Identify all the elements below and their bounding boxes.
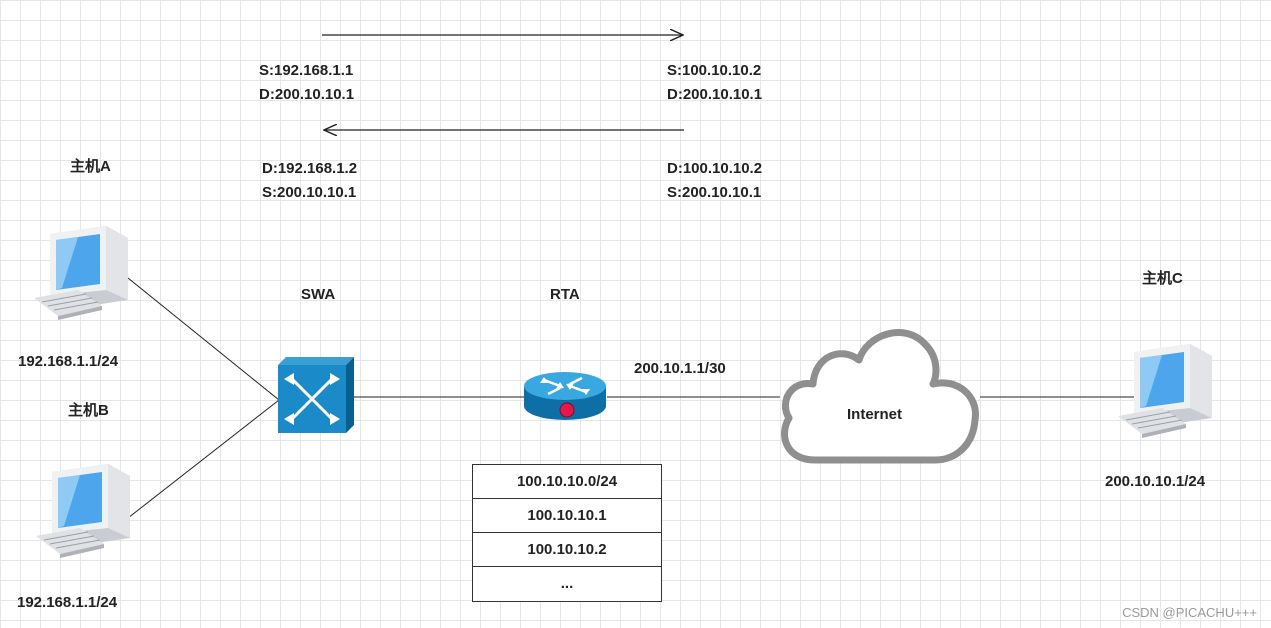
nat-pool-row: ... <box>560 575 574 592</box>
switch-icon <box>278 357 354 433</box>
router-name: RTA <box>550 286 580 303</box>
link-hosta-switch <box>127 277 280 401</box>
host-a-ip: 192.168.1.1/24 <box>18 353 119 370</box>
host-b-ip: 192.168.1.1/24 <box>17 594 118 611</box>
watermark: CSDN @PICACHU+++ <box>1122 605 1257 620</box>
host-c-ip: 200.10.10.1/24 <box>1105 473 1206 490</box>
router-wan-ip: 200.10.1.1/30 <box>634 360 726 377</box>
host-a-computer-icon <box>34 226 128 320</box>
outbound-src-after: S:100.10.10.2 <box>667 62 762 79</box>
outbound-src-before: S:192.168.1.1 <box>259 62 354 79</box>
outbound-dst-before: D:200.10.10.1 <box>259 86 355 103</box>
outbound-dst-after: D:200.10.10.1 <box>667 86 763 103</box>
switch-name: SWA <box>301 286 336 303</box>
inbound-src-after: S:200.10.10.1 <box>667 184 762 201</box>
host-c-name: 主机C <box>1142 270 1183 287</box>
inbound-dst-before: D:192.168.1.2 <box>262 160 358 177</box>
nat-pool-table: 100.10.10.0/24 100.10.10.1 100.10.10.2 .… <box>472 464 662 602</box>
router-icon <box>524 372 606 420</box>
internet-cloud-icon <box>781 329 979 464</box>
host-b-computer-icon <box>36 464 130 558</box>
nat-pool-row: 100.10.10.2 <box>473 533 661 567</box>
nat-pool-row: 100.10.10.0/24 <box>473 465 661 499</box>
host-c-computer-icon <box>1118 344 1212 438</box>
internet-label: Internet <box>847 406 903 423</box>
host-b-name: 主机B <box>68 402 109 419</box>
nat-pool-row: 100.10.10.1 <box>473 499 661 533</box>
inbound-src-before: S:200.10.10.1 <box>262 184 357 201</box>
inbound-dst-after: D:100.10.10.2 <box>667 160 763 177</box>
link-hostb-switch <box>127 399 280 519</box>
host-a-name: 主机A <box>70 158 111 175</box>
